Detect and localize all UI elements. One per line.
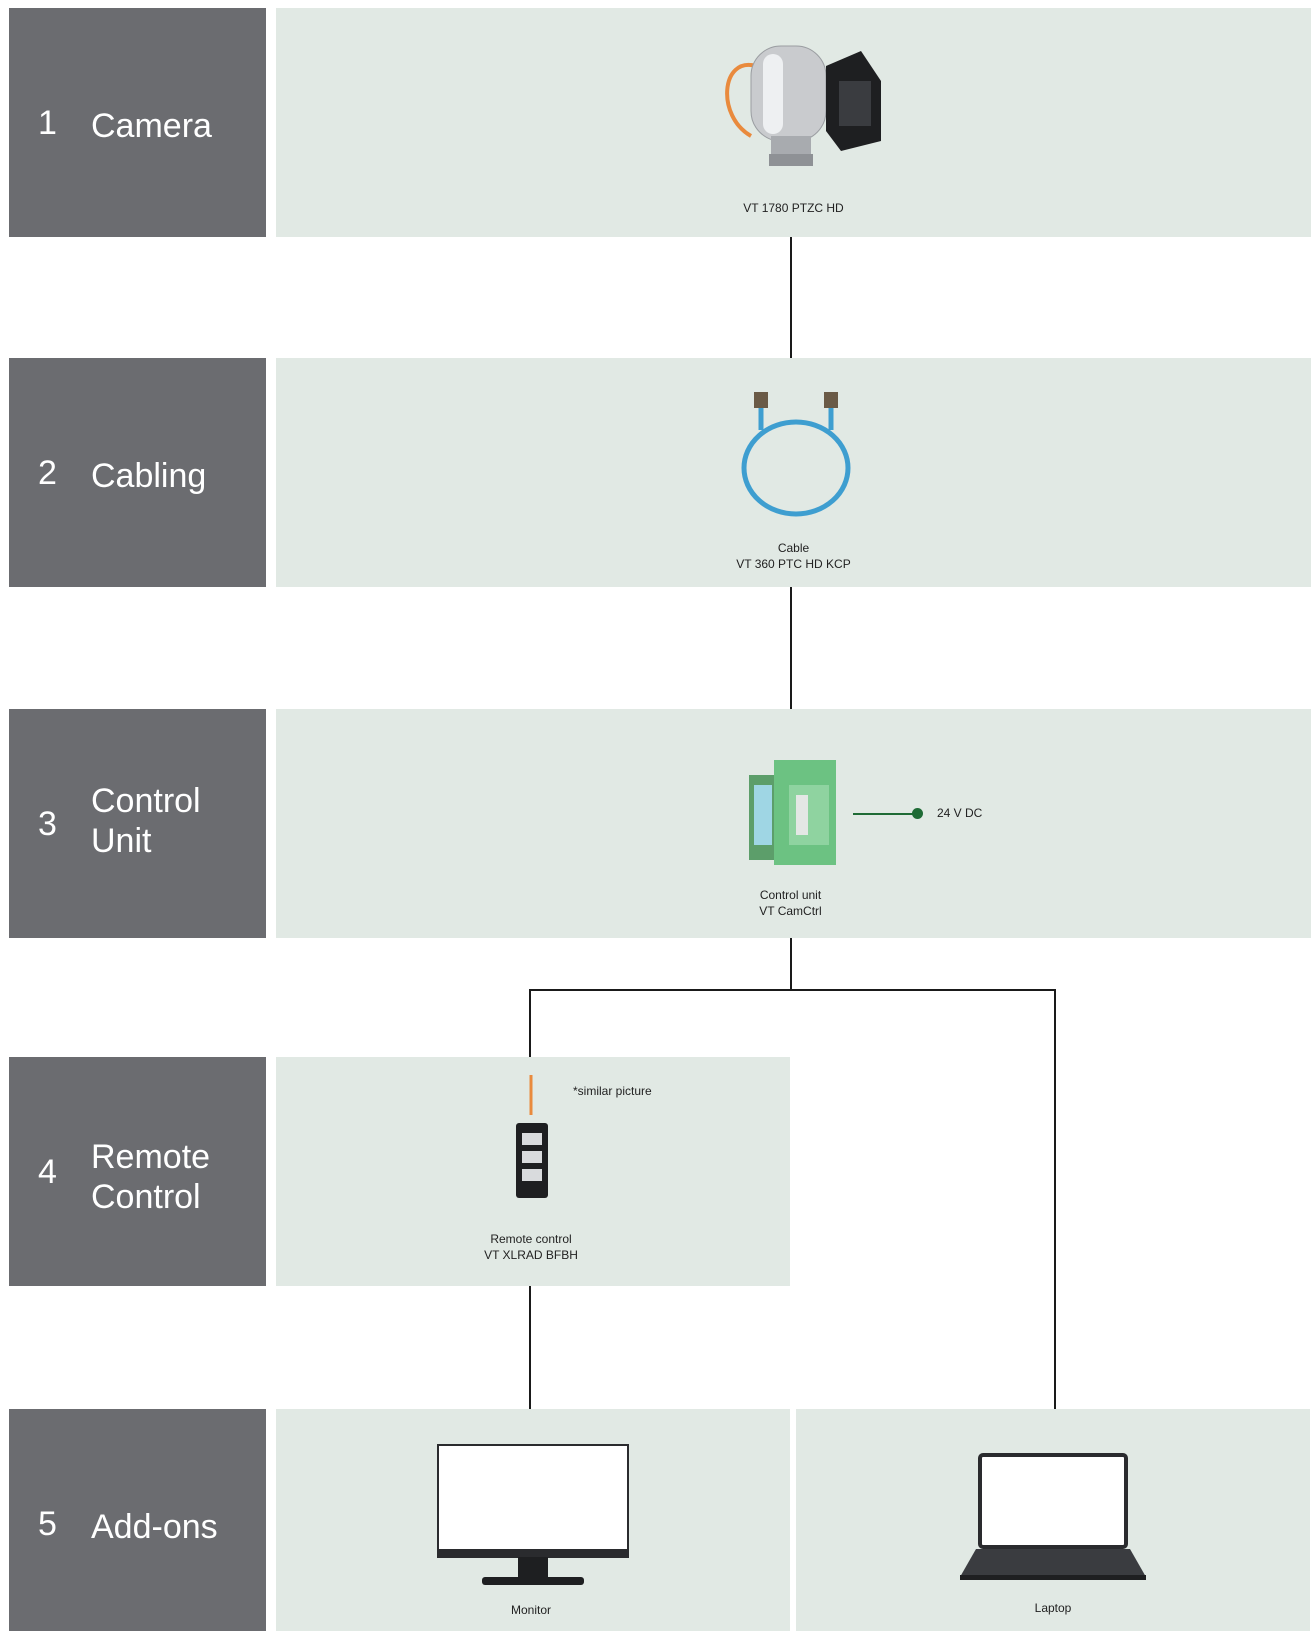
camera-caption: VT 1780 PTZC HD (743, 201, 844, 215)
control-unit-caption-line1: Control unit (759, 888, 822, 902)
cable-caption-line2: VT 360 PTC HD KCP (736, 557, 851, 571)
step-title: Control Unit (91, 782, 201, 860)
step-title: Camera (91, 107, 212, 145)
connector-to-remote (529, 989, 531, 1057)
monitor-image (437, 1444, 629, 1585)
control-unit-image (749, 760, 836, 865)
step-number: 3 (38, 805, 57, 843)
step-2-label: 2 Cabling (9, 358, 266, 587)
laptop-caption: Laptop (1034, 1601, 1072, 1615)
monitor-panel: Monitor (276, 1409, 790, 1631)
laptop-image (960, 1453, 1146, 1580)
step-number: 2 (38, 454, 57, 492)
step-title: Add-ons (91, 1508, 218, 1546)
power-label: 24 V DC (937, 806, 983, 820)
step-5-label: 5 Add-ons (9, 1409, 266, 1631)
step-3-label: 3 Control Unit (9, 709, 266, 938)
cable-image (741, 392, 851, 517)
step-number: 1 (38, 104, 57, 142)
connector-split-horizontal (529, 989, 1056, 991)
camera-panel: VT 1780 PTZC HD (276, 8, 1311, 237)
cabling-panel: Cable VT 360 PTC HD KCP (276, 358, 1311, 587)
connector-control-down (790, 938, 792, 991)
connector-to-laptop (1054, 989, 1056, 1409)
step-number: 5 (38, 1505, 57, 1543)
connector-camera-cabling (790, 237, 792, 358)
step-4-label: 4 Remote Control (9, 1057, 266, 1286)
camera-image (725, 45, 881, 166)
control-unit-panel: 24 V DC Control unit VT CamCtrl (276, 709, 1311, 938)
control-unit-caption-line2: VT CamCtrl (759, 904, 822, 918)
cable-caption-line1: Cable (777, 541, 810, 555)
power-dot (912, 808, 923, 819)
connector-remote-monitor (529, 1286, 531, 1409)
step-title: Cabling (91, 457, 207, 495)
power-line (853, 813, 917, 815)
monitor-caption: Monitor (510, 1603, 551, 1617)
remote-caption-line2: VT XLRAD BFBH (484, 1248, 578, 1262)
remote-image (516, 1075, 548, 1198)
connector-cabling-control (790, 587, 792, 709)
similar-picture-note: *similar picture (573, 1084, 652, 1098)
laptop-panel: Laptop (796, 1409, 1310, 1631)
remote-panel: *similar picture Remote control VT XLRAD… (276, 1057, 790, 1286)
step-number: 4 (38, 1153, 57, 1191)
step-1-label: 1 Camera (9, 8, 266, 237)
remote-caption-line1: Remote control (490, 1232, 572, 1246)
step-title: Remote Control (91, 1138, 211, 1216)
